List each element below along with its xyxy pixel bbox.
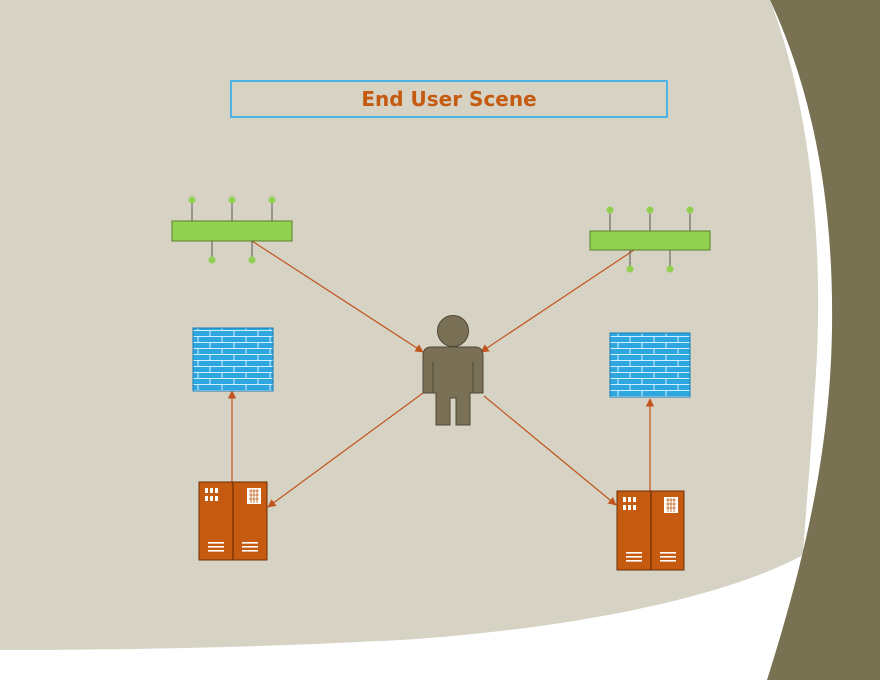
server-icon bbox=[616, 490, 685, 571]
connectors bbox=[227, 240, 655, 508]
edge-user-to-server-left bbox=[267, 392, 424, 508]
firewall-icon bbox=[609, 332, 691, 398]
hub-icon bbox=[589, 206, 711, 273]
firewall-icon bbox=[192, 327, 274, 392]
olive-accent-band bbox=[767, 0, 880, 680]
edge-hub-left-to-user bbox=[251, 240, 424, 353]
edge-user-to-server-right bbox=[483, 395, 617, 506]
title-box: End User Scene bbox=[230, 80, 668, 118]
edge-hub-right-to-user bbox=[480, 249, 635, 353]
user-icon bbox=[422, 315, 484, 426]
hub-icon bbox=[171, 196, 293, 264]
slide-title: End User Scene bbox=[361, 87, 537, 111]
server-icon bbox=[198, 481, 268, 561]
